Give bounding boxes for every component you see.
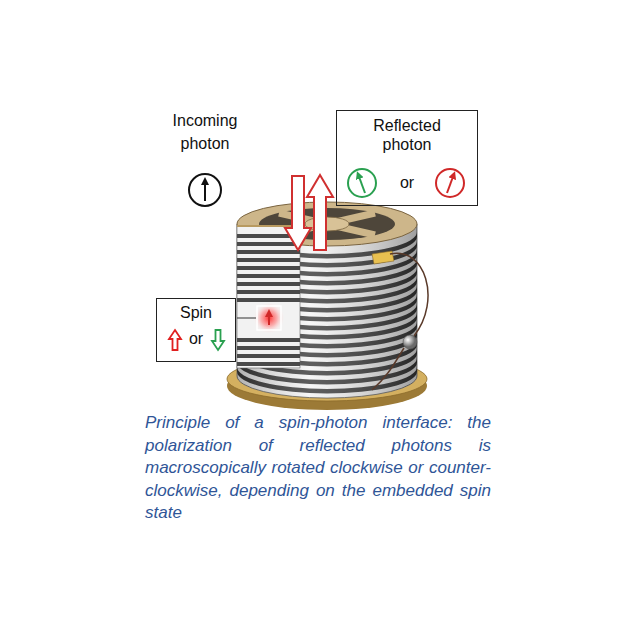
figure-caption: Principle of a spin-photon interface: th… [145, 412, 491, 525]
mirror-layer [237, 290, 300, 294]
contact-pad [372, 251, 394, 264]
mirror-layer [237, 346, 300, 350]
bond-wire [390, 253, 428, 336]
mirror-layer [237, 354, 300, 358]
outgoing-arrow [307, 175, 333, 250]
box-text: or [189, 329, 203, 348]
mirror-layer [237, 362, 300, 366]
box-heading: Spin [180, 303, 212, 322]
polarization-arrow [447, 174, 454, 193]
mirror-layer [237, 242, 300, 246]
polarization-arrow [358, 174, 365, 193]
incoming-arrow [285, 176, 311, 250]
mirror-layer [237, 266, 300, 270]
polarization-circle [348, 169, 376, 197]
mirror-layer [237, 250, 300, 254]
cutaway-layers [237, 234, 300, 366]
polarization-circle [436, 169, 464, 197]
mirror-layer [237, 298, 300, 302]
mirror-layer [237, 274, 300, 278]
photon-label: Incoming photon [155, 109, 255, 155]
contact-ball [403, 335, 417, 349]
spin-frame [257, 306, 281, 330]
mirror-layer [237, 282, 300, 286]
spin-arrow [268, 312, 270, 325]
polarization-arrow [204, 180, 206, 201]
leader-line [237, 318, 256, 319]
spin-up-arrow [169, 330, 181, 350]
box-text: or [400, 173, 414, 192]
cutaway-wall [237, 226, 300, 368]
mirror-layer [237, 258, 300, 262]
spin-glow [253, 302, 285, 334]
polarization-circle [189, 174, 221, 206]
text-box: Spin or [156, 298, 236, 362]
box-heading: Reflected photon [355, 116, 459, 154]
spin-down-arrow [212, 330, 224, 350]
bond-wire [372, 348, 404, 390]
cutaway-top-edge [237, 225, 300, 227]
text-box: Reflected photon or [336, 110, 478, 206]
mirror-layer [237, 338, 300, 342]
